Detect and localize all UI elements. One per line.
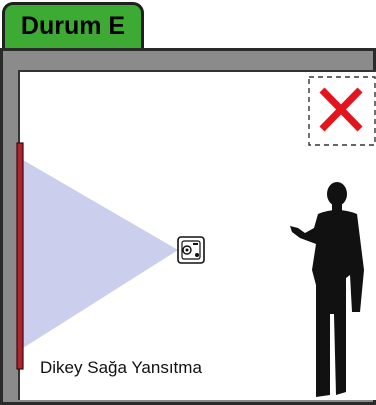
title-tab: Durum E — [2, 2, 144, 48]
prohibited-box — [308, 76, 376, 146]
projector-icon — [177, 236, 205, 264]
person-silhouette — [290, 182, 364, 397]
projection-screen — [16, 142, 24, 370]
projection-beam — [23, 160, 178, 348]
tab-title: Durum E — [20, 12, 126, 40]
caption: Dikey Sağa Yansıtma — [40, 358, 202, 377]
cross-icon — [319, 87, 363, 132]
